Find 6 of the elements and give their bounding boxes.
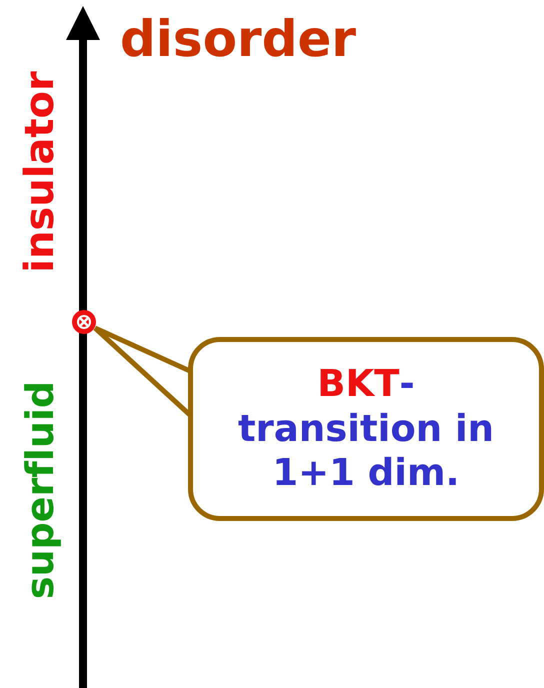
- phase-label: insulator: [20, 71, 60, 273]
- speech-bubble: [188, 337, 544, 521]
- callout-text: BKT-transition in 1+1 dim.: [237, 362, 495, 496]
- phase-label: superfluid: [21, 380, 60, 600]
- crossed-circle-marker: [71, 309, 97, 335]
- axis-label: disorder: [120, 14, 356, 64]
